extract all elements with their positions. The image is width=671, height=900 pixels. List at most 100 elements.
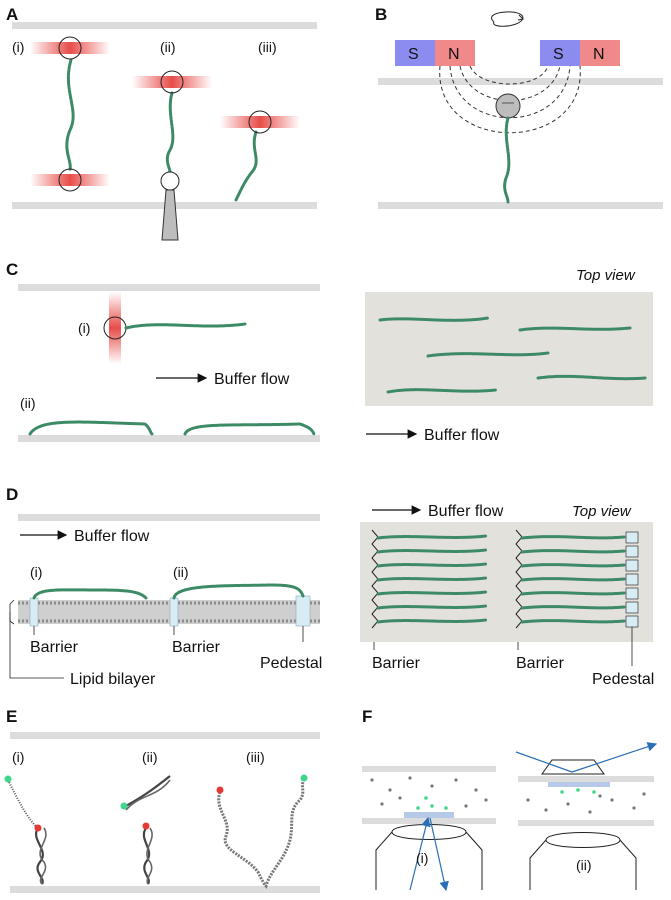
- micropipette: [161, 189, 179, 241]
- objective-lens: [375, 824, 483, 890]
- dsdna-helix: [39, 827, 47, 885]
- dna-strand: [520, 591, 626, 596]
- dna-strand: [376, 590, 488, 596]
- dsdna-helix: [125, 779, 171, 811]
- excitation-beam: [409, 816, 431, 891]
- panel-c-top-surface: [18, 284, 320, 291]
- dna-strand: [520, 619, 626, 624]
- dna-strand: [376, 618, 488, 624]
- flow-cell-bottom: [518, 820, 654, 826]
- panel-e: E (i) (ii) (iii): [4, 707, 320, 893]
- panel-a-label-iii: (iii): [258, 39, 277, 55]
- panel-b-letter: B: [375, 5, 387, 24]
- panel-d: D Buffer flow (i) (ii) Barrier Barrier P…: [6, 485, 654, 688]
- dna-strand: [124, 322, 247, 330]
- panel-c-label-ii: (ii): [20, 395, 36, 411]
- dna-strand: [183, 422, 316, 436]
- dna-curtain-right: [520, 535, 626, 624]
- barrier: [29, 597, 39, 627]
- barrier-label: Barrier: [372, 655, 421, 672]
- lipid-bilayer: [18, 600, 320, 624]
- fluorophore-red: [216, 786, 224, 794]
- panel-e-top-surface: [10, 732, 320, 739]
- dna-strand: [520, 577, 626, 582]
- panel-d-label-ii: (ii): [173, 564, 189, 580]
- panel-b-top-surface: [378, 78, 663, 85]
- leader-line: [9, 612, 64, 679]
- trapped-bead: [58, 168, 82, 192]
- magnet-label: S: [553, 46, 564, 63]
- dna-strand: [28, 420, 154, 436]
- top-view-label: Top view: [572, 503, 632, 520]
- barrier-label: Barrier: [172, 639, 221, 656]
- dsdna-helix: [125, 775, 171, 807]
- dna-strand: [536, 374, 647, 381]
- flow-cell-top: [362, 766, 496, 772]
- panel-f-label-ii: (ii): [576, 857, 592, 873]
- dna-strand: [520, 535, 626, 540]
- panel-a-letter: A: [6, 5, 18, 24]
- molecules: [526, 788, 646, 814]
- dna-strand: [520, 549, 626, 554]
- trapped-bead: [248, 110, 272, 134]
- dsdna-helix: [146, 827, 153, 885]
- flow-cell-top: [518, 776, 654, 782]
- laser-beam: [109, 292, 121, 364]
- dna-strand: [520, 605, 626, 610]
- panel-e-label-ii: (ii): [142, 749, 158, 765]
- top-view-label: Top view: [576, 267, 636, 284]
- panel-e-bottom-surface: [10, 886, 320, 893]
- dna-strand: [376, 548, 488, 554]
- pedestal: [295, 595, 311, 627]
- panel-e-label-iii: (iii): [246, 749, 265, 765]
- ssdna-strand: [7, 779, 39, 829]
- fluorophore-green: [300, 774, 308, 782]
- laser-beam: [30, 174, 110, 186]
- dna-strand: [386, 388, 498, 394]
- dna-curtain-left: [376, 534, 488, 624]
- dna-strand: [376, 604, 488, 610]
- panel-c-bottom-surface: [18, 435, 320, 442]
- top-view-surface: [360, 522, 653, 642]
- panel-a-label-i: (i): [12, 39, 24, 55]
- pedestals: [625, 531, 639, 628]
- lipid-bilayer-bracket: [9, 599, 15, 625]
- dna-strand: [518, 326, 632, 332]
- pipette-bead: [160, 171, 180, 191]
- dna-strand: [376, 534, 488, 540]
- pedestal-label: Pedestal: [260, 655, 322, 672]
- buffer-flow-label: Buffer flow: [428, 503, 504, 520]
- fluorophore-green: [120, 802, 128, 810]
- molecules: [370, 776, 488, 810]
- dna-strand: [172, 583, 305, 600]
- rotation-arrow-icon: [491, 11, 524, 27]
- pedestal-label: Pedestal: [592, 671, 654, 688]
- buffer-flow-label: Buffer flow: [214, 371, 290, 388]
- panel-a-top-surface: [12, 22, 317, 29]
- barrier: [169, 597, 179, 627]
- panel-d-top-surface: [18, 514, 320, 521]
- flow-cell-bottom: [362, 818, 496, 824]
- barrier-label: Barrier: [516, 655, 565, 672]
- magnetic-bead: [495, 93, 521, 119]
- fluorophore-green: [4, 775, 12, 783]
- laser-beam: [30, 42, 110, 54]
- dsdna-helix: [35, 827, 44, 885]
- buffer-flow-label: Buffer flow: [424, 427, 500, 444]
- rotation-arrowhead-icon: [517, 14, 525, 21]
- dna-strand: [426, 351, 550, 358]
- panel-b: B S N S N: [375, 5, 663, 209]
- fluorophore-red: [142, 822, 150, 830]
- magnet-label: N: [593, 46, 605, 63]
- trapped-bead: [160, 70, 184, 94]
- laser-beam: [220, 116, 300, 128]
- dna-strand: [65, 58, 75, 172]
- dna-strand: [32, 588, 148, 600]
- panel-f: F (i): [362, 707, 658, 892]
- panel-d-letter: D: [6, 485, 18, 504]
- magnet-left-s: [395, 40, 435, 66]
- dna-strand: [165, 91, 175, 174]
- reflected-beam: [571, 742, 658, 773]
- panel-c-label-i: (i): [78, 320, 90, 336]
